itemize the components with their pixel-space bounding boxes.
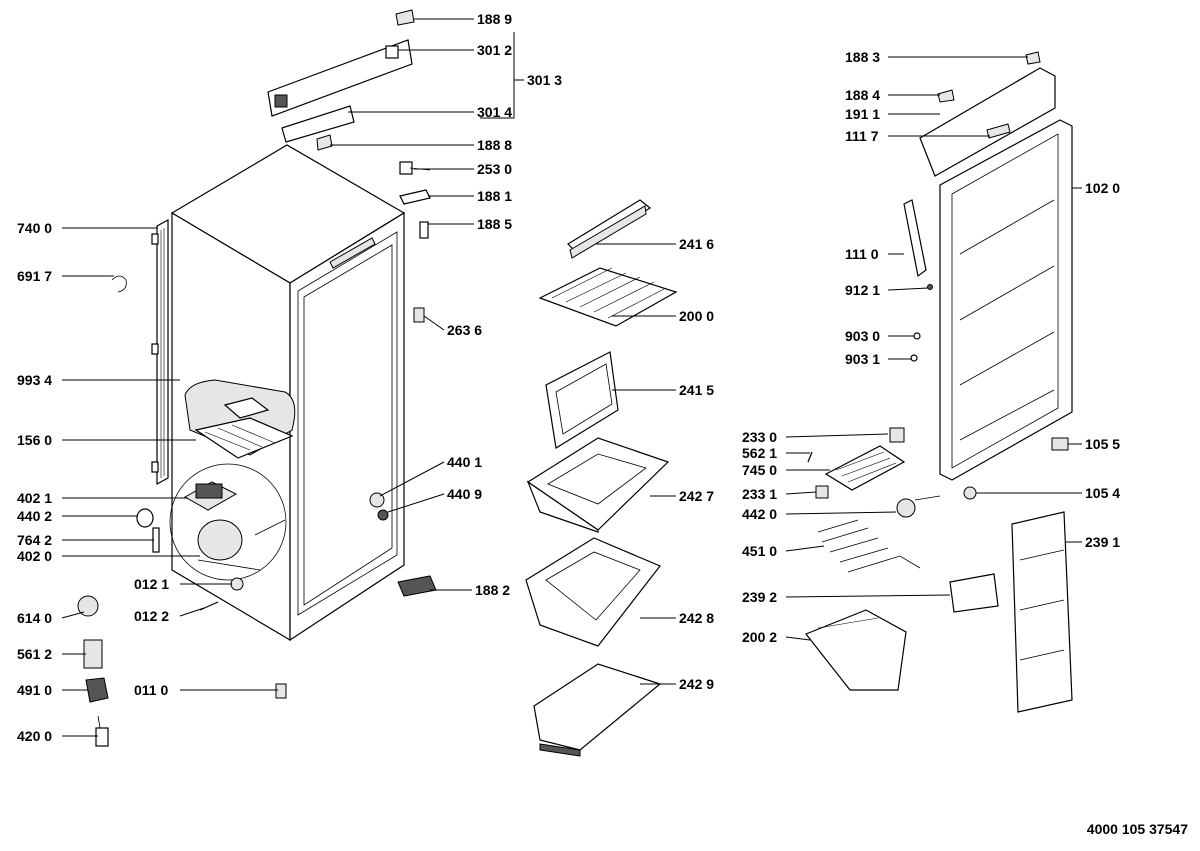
label-102-0: 102 0 xyxy=(1085,180,1120,196)
label-993-4: 993 4 xyxy=(17,372,52,388)
label-188-5: 188 5 xyxy=(477,216,512,232)
label-451-0: 451 0 xyxy=(742,543,777,559)
door-assembly xyxy=(903,51,1073,500)
label-263-6: 263 6 xyxy=(447,322,482,338)
label-242-9: 242 9 xyxy=(679,676,714,692)
label-111-7: 111 7 xyxy=(845,128,879,144)
label-012-2: 012 2 xyxy=(134,608,169,624)
label-188-2: 188 2 xyxy=(475,582,510,598)
label-903-1: 903 1 xyxy=(845,351,880,367)
part-labels: 188 9 301 2 301 3 301 4 188 8 253 0 188 … xyxy=(17,11,1120,744)
label-253-0: 253 0 xyxy=(477,161,512,177)
label-191-1: 191 1 xyxy=(845,106,880,122)
label-912-1: 912 1 xyxy=(845,282,880,298)
label-241-6: 241 6 xyxy=(679,236,714,252)
label-442-0: 442 0 xyxy=(742,506,777,522)
leader-lines xyxy=(61,18,1082,737)
shelves-and-drawers xyxy=(525,199,678,757)
evaporator-parts xyxy=(805,427,1073,713)
label-011-0: 011 0 xyxy=(134,682,168,698)
back-panel xyxy=(151,218,169,486)
label-764-2: 764 2 xyxy=(17,532,52,548)
label-188-1: 188 1 xyxy=(477,188,512,204)
label-614-0: 614 0 xyxy=(17,610,52,626)
label-301-2: 301 2 xyxy=(477,42,512,58)
evaporator-tray xyxy=(184,379,296,459)
label-012-1: 012 1 xyxy=(134,576,169,592)
label-188-4: 188 4 xyxy=(845,87,880,103)
label-188-3: 188 3 xyxy=(845,49,880,65)
label-239-2: 239 2 xyxy=(742,589,777,605)
label-301-4: 301 4 xyxy=(477,104,512,120)
cabinet-small-parts xyxy=(77,9,437,747)
label-239-1: 239 1 xyxy=(1085,534,1120,550)
label-745-0: 745 0 xyxy=(742,462,777,478)
label-188-9: 188 9 xyxy=(477,11,512,27)
label-241-5: 241 5 xyxy=(679,382,714,398)
label-111-0: 111 0 xyxy=(845,246,879,262)
label-105-4: 105 4 xyxy=(1085,485,1120,501)
label-233-0: 233 0 xyxy=(742,429,777,445)
label-242-8: 242 8 xyxy=(679,610,714,626)
label-402-0: 402 0 xyxy=(17,548,52,564)
label-562-1: 562 1 xyxy=(742,445,777,461)
label-740-0: 740 0 xyxy=(17,220,52,236)
label-420-0: 420 0 xyxy=(17,728,52,744)
document-number: 4000 105 37547 xyxy=(1086,821,1188,837)
label-301-3: 301 3 xyxy=(527,72,562,88)
label-200-0: 200 0 xyxy=(679,308,714,324)
label-491-0: 491 0 xyxy=(17,682,52,698)
compressor-compartment xyxy=(169,463,287,581)
label-691-7: 691 7 xyxy=(17,268,52,284)
label-200-2: 200 2 xyxy=(742,629,777,645)
label-440-9: 440 9 xyxy=(447,486,482,502)
label-440-2: 440 2 xyxy=(17,508,52,524)
label-903-0: 903 0 xyxy=(845,328,880,344)
label-156-0: 156 0 xyxy=(17,432,52,448)
label-440-1: 440 1 xyxy=(447,454,482,470)
label-233-1: 233 1 xyxy=(742,486,777,502)
label-402-1: 402 1 xyxy=(17,490,52,506)
label-242-7: 242 7 xyxy=(679,488,714,504)
label-561-2: 561 2 xyxy=(17,646,52,662)
label-105-5: 105 5 xyxy=(1085,436,1120,452)
label-188-8: 188 8 xyxy=(477,137,512,153)
